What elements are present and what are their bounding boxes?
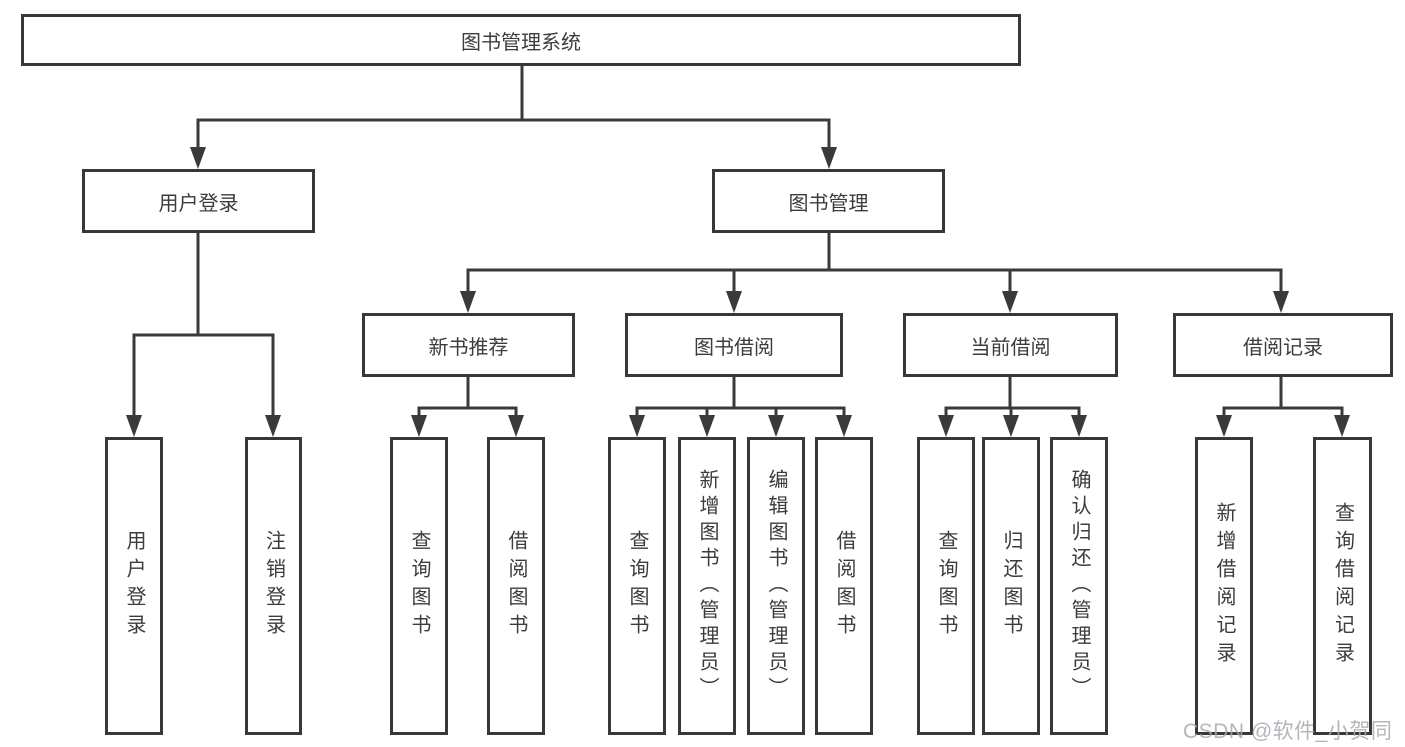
leaf-query-books-1: 查询图书 <box>390 437 448 735</box>
leaf-borrow-books-1: 借阅图书 <box>487 437 545 735</box>
leaf-add-books-admin: 新增图书（管理员） <box>678 437 736 735</box>
leaf-query-books-3: 查询图书 <box>917 437 975 735</box>
leaf-borrow-books-2: 借阅图书 <box>815 437 873 735</box>
leaf-add-borrow-record: 新增借阅记录 <box>1195 437 1253 735</box>
leaf-confirm-return-admin: 确认归还（管理员） <box>1050 437 1108 735</box>
leaf-logout: 注销登录 <box>245 437 302 735</box>
leaf-query-borrow-record: 查询借阅记录 <box>1313 437 1372 735</box>
node-root-library-system: 图书管理系统 <box>21 14 1021 66</box>
node-new-book-recommend: 新书推荐 <box>362 313 575 377</box>
node-book-borrow: 图书借阅 <box>625 313 843 377</box>
leaf-return-books: 归还图书 <box>982 437 1040 735</box>
node-borrow-record: 借阅记录 <box>1173 313 1393 377</box>
arrowheads <box>126 147 1350 437</box>
node-book-management: 图书管理 <box>712 169 945 233</box>
leaf-edit-books-admin: 编辑图书（管理员） <box>747 437 805 735</box>
leaf-user-login: 用户登录 <box>105 437 163 735</box>
node-current-borrow: 当前借阅 <box>903 313 1118 377</box>
csdn-watermark: CSDN @软件_小贺同学 <box>1183 720 1393 743</box>
leaf-query-books-2: 查询图书 <box>608 437 666 735</box>
node-user-login: 用户登录 <box>82 169 315 233</box>
